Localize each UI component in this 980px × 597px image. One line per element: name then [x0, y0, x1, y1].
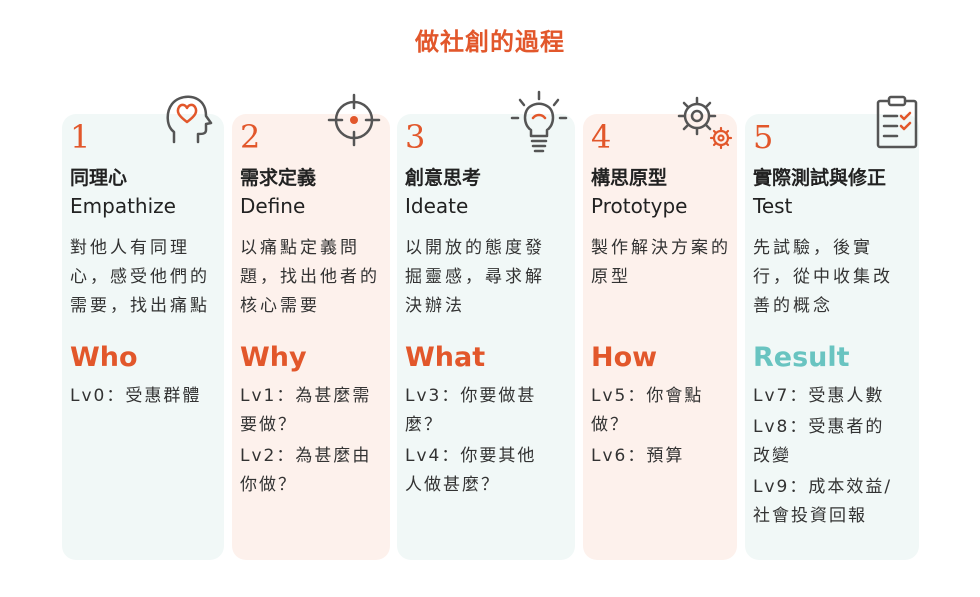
step-description: 製作解決方案的原型: [591, 238, 731, 287]
step-heading: 實際測試與修正 Test: [753, 164, 886, 220]
step-title-zh: 同理心: [70, 167, 128, 189]
level-item: Lv8：受惠者的改變: [753, 417, 885, 466]
step-heading: 同理心 Empathize: [70, 164, 176, 220]
step-number: 2: [240, 118, 261, 156]
level-list: Lv3：你要做甚麼？ Lv4：你要其他人做甚麼？: [405, 382, 553, 502]
level-item: Lv4：你要其他人做甚麼？: [405, 446, 537, 495]
target-icon: [327, 93, 381, 147]
level-list: Lv7：受惠人數 Lv8：受惠者的改變 Lv9：成本效益/社會投資回報: [753, 382, 901, 533]
level-item: Lv9：成本效益/社會投資回報: [753, 477, 893, 526]
step-title-en: Prototype: [591, 194, 688, 218]
level-item: Lv3：你要做甚麼？: [405, 386, 537, 435]
step-title-en: Ideate: [405, 194, 469, 218]
step-card-test: 5 實際測試與修正 Test 先試驗，後實行，從中收集改善的概念 Result …: [745, 95, 919, 560]
step-number: 4: [591, 118, 612, 156]
step-title-zh: 構思原型: [591, 167, 668, 189]
step-heading: 需求定義 Define: [240, 164, 316, 220]
step-title-zh: 實際測試與修正: [753, 167, 887, 189]
level-list: Lv0：受惠群體: [70, 382, 218, 413]
step-question: Who: [70, 342, 138, 373]
step-card-prototype: 4 構思原型 Prototype 製作解決方案的原型 H: [583, 96, 739, 560]
step-title-en: Test: [753, 194, 793, 218]
step-question: Result: [753, 342, 850, 373]
level-item: Lv0：受惠群體: [70, 386, 202, 406]
step-title-zh: 需求定義: [240, 167, 317, 189]
gears-icon: [677, 96, 733, 150]
step-title-en: Define: [240, 194, 306, 218]
step-title-zh: 創意思考: [405, 167, 482, 189]
level-item: Lv1：為甚麼需要做？: [240, 386, 372, 435]
level-item: Lv6：預算: [591, 446, 685, 466]
clipboard-checklist-icon: [876, 95, 918, 149]
step-title-en: Empathize: [70, 194, 176, 218]
step-question: Why: [240, 342, 307, 373]
step-number: 1: [70, 118, 91, 156]
level-list: Lv1：為甚麼需要做？ Lv2：為甚麼由你做？: [240, 382, 388, 502]
step-heading: 構思原型 Prototype: [591, 164, 687, 220]
step-number: 5: [753, 118, 774, 156]
level-item: Lv5：你會點做？: [591, 386, 704, 435]
step-description: 以痛點定義問題，找出他者的核心需要: [240, 238, 380, 316]
step-description: 先試驗，後實行，從中收集改善的概念: [753, 238, 893, 316]
level-list: Lv5：你會點做？ Lv6：預算: [591, 382, 739, 473]
step-heading: 創意思考 Ideate: [405, 164, 481, 220]
step-card-empathize: 1 同理心 Empathize 對他人有同理心，感受他們的需要，找出痛點 Who…: [62, 95, 224, 560]
step-number: 3: [405, 118, 426, 156]
page-title: 做社創的過程: [415, 28, 565, 56]
step-card-ideate: 3 創意思考 Ideate 以開放的態度發掘靈感，尋求解決辦法 What Lv3…: [397, 90, 575, 560]
step-description: 對他人有同理心，感受他們的需要，找出痛點: [70, 238, 210, 316]
step-description: 以開放的態度發掘靈感，尋求解決辦法: [405, 238, 545, 316]
lightbulb-icon: [510, 90, 568, 153]
step-card-define: 2 需求定義 Define 以痛點定義問題，找出他者的核心需要 Why Lv1：…: [232, 93, 390, 560]
level-item: Lv7：受惠人數: [753, 386, 885, 406]
step-question: How: [591, 342, 658, 373]
level-item: Lv2：為甚麼由你做？: [240, 446, 372, 495]
head-heart-icon: [166, 95, 213, 144]
step-question: What: [405, 342, 486, 373]
